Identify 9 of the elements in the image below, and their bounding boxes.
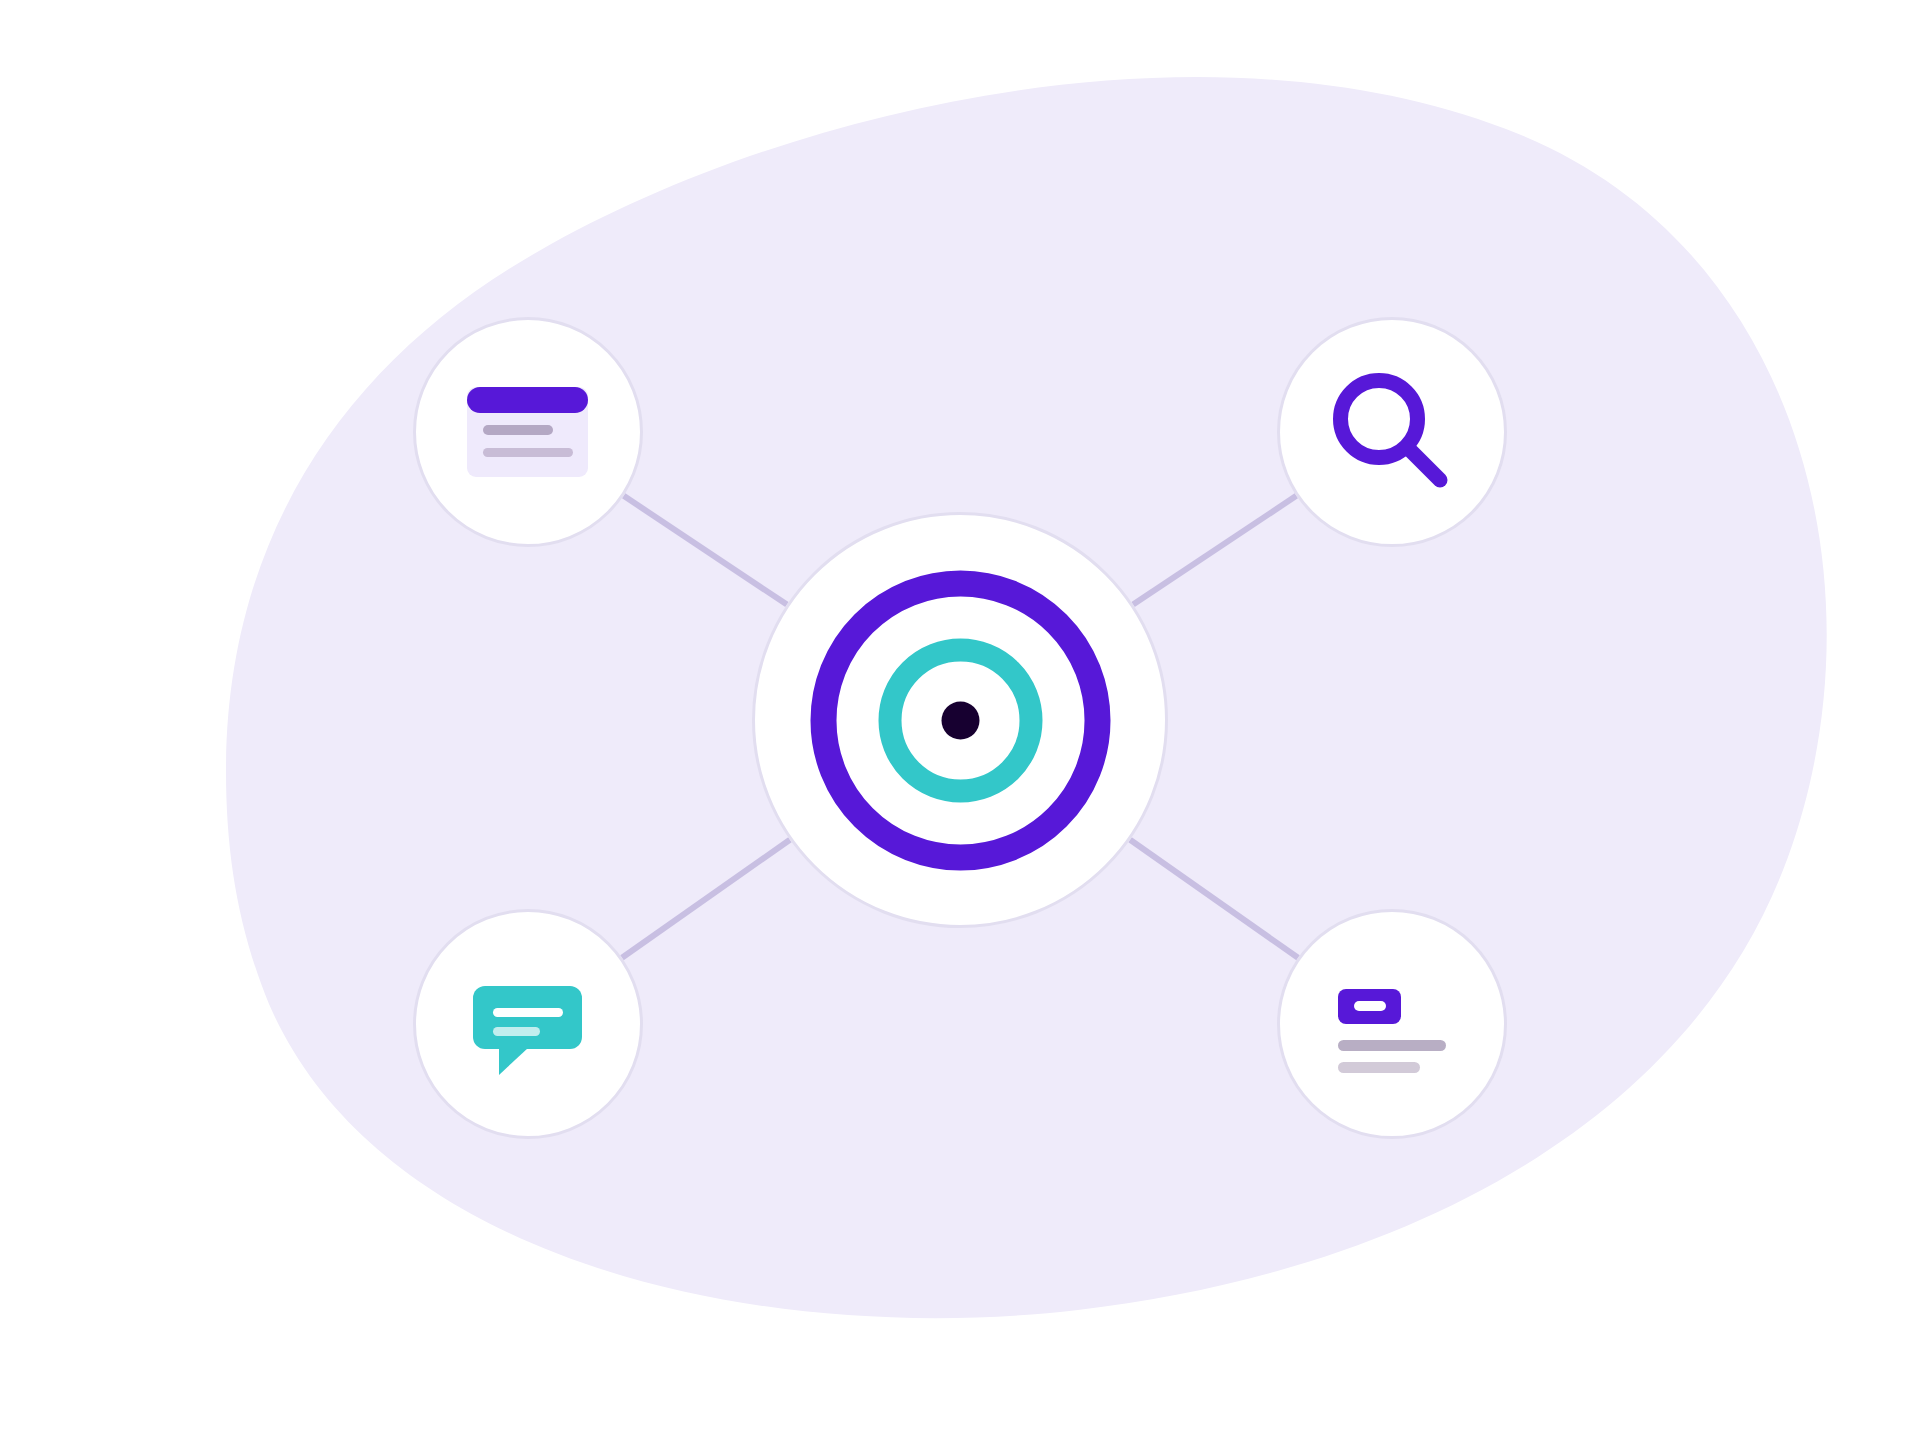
connector-line — [1131, 493, 1298, 608]
connector-line — [620, 837, 792, 961]
circle-node — [413, 909, 643, 1139]
circle-node — [752, 512, 1168, 928]
circle-node — [1277, 317, 1507, 547]
connector-line — [622, 493, 789, 608]
circle-node — [413, 317, 643, 547]
circle-node — [1277, 909, 1507, 1139]
connector-line — [1128, 837, 1300, 961]
